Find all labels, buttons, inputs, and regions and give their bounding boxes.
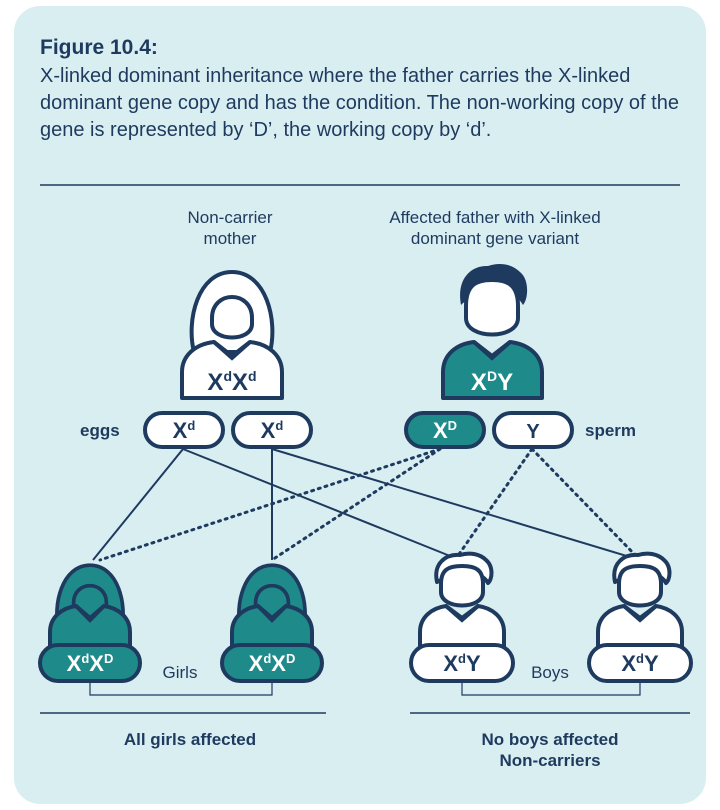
svg-text:Y: Y	[526, 421, 540, 443]
egg1-to-girl1	[92, 448, 184, 561]
girl-1-genotype: XdXD	[67, 651, 114, 676]
sperm-1: XD	[404, 411, 486, 449]
boy-1-genotype: XdY	[443, 651, 481, 676]
father-genotype: XDY	[471, 368, 513, 396]
father-label: Affected father with X-linked dominant g…	[389, 208, 601, 248]
boys-bracket	[461, 681, 641, 696]
mother-label: Non-carrier mother	[187, 208, 273, 248]
sperm1-to-girl1	[98, 447, 442, 562]
svg-text:Xd: Xd	[173, 418, 196, 443]
svg-text:Xd: Xd	[261, 418, 284, 443]
sperm2-to-boy2	[530, 447, 642, 562]
girls-label: Girls	[162, 663, 198, 682]
svg-text:XD: XD	[433, 418, 457, 443]
girls-bracket	[89, 681, 273, 696]
boy-2-genotype: XdY	[621, 651, 659, 676]
egg-1: Xd	[143, 411, 225, 449]
girl-2-icon: XdXD	[220, 563, 324, 683]
sperm-connectors	[98, 447, 642, 562]
girl-1-icon: XdXD	[38, 563, 142, 683]
figure-title: Figure 10.4:	[40, 36, 158, 59]
figure-caption: X-linked dominant inheritance where the …	[40, 65, 679, 141]
boy-2-icon: XdY	[587, 551, 693, 683]
mother-icon: XdXd	[180, 270, 284, 400]
boy-1-icon: XdY	[409, 551, 515, 683]
sperm1-to-girl2	[270, 447, 442, 562]
egg1-to-boy1	[182, 448, 461, 561]
mother-genotype: XdXd	[207, 368, 256, 396]
eggs-label: eggs	[80, 421, 120, 440]
egg-connectors	[92, 448, 641, 561]
sperm-label: sperm	[585, 421, 637, 440]
sperm-2: Y	[492, 411, 574, 449]
boys-label: Boys	[531, 663, 569, 682]
egg-2: Xd	[231, 411, 313, 449]
girls-summary: All girls affected	[123, 730, 257, 749]
egg2-to-boy2	[271, 448, 641, 561]
sperm2-to-boy1	[453, 447, 534, 562]
boys-summary: No boys affected Non-carriers	[481, 730, 619, 770]
girl-2-genotype: XdXD	[249, 651, 296, 676]
father-icon: XDY	[441, 264, 544, 400]
